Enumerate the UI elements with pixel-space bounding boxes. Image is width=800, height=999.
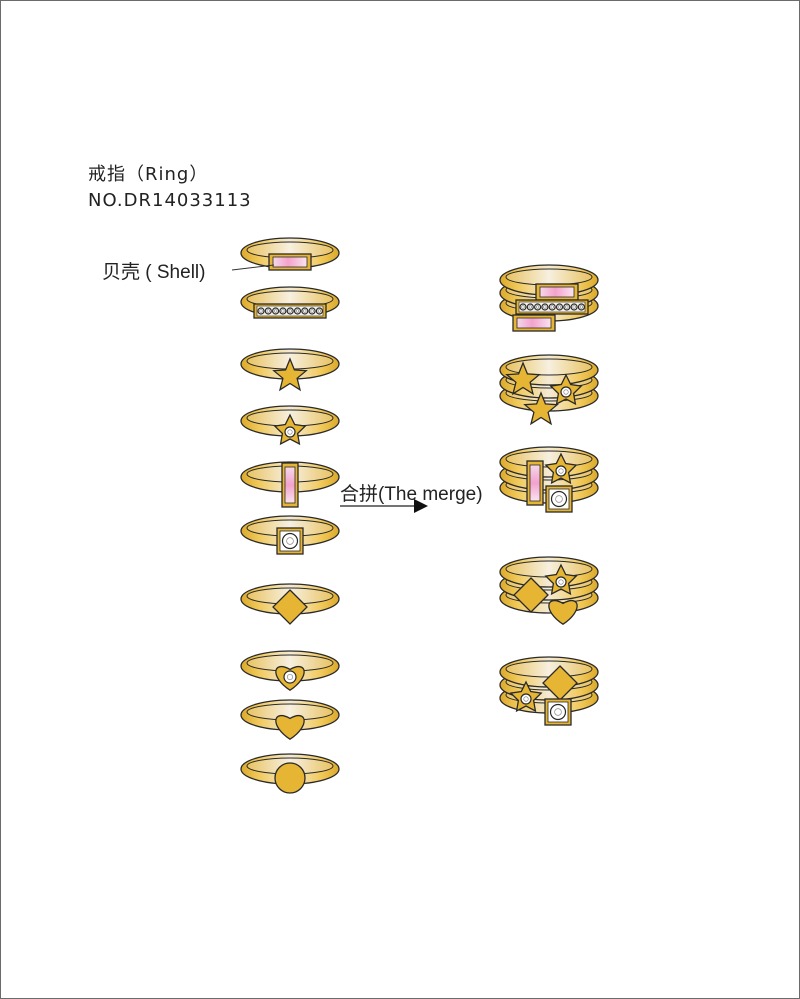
shell-callout-label: 贝壳 ( Shell) (102, 262, 206, 283)
shell-inlay (539, 286, 575, 298)
stacked-ring-set (499, 354, 599, 426)
heart-icon (548, 600, 578, 625)
stone-facet (557, 305, 562, 309)
stone-facet (523, 696, 529, 702)
stone-icon (555, 465, 567, 477)
stone-facet (288, 309, 292, 313)
stacked-ring-set (499, 656, 599, 726)
diamond-shape-icon (272, 589, 308, 625)
single-ring (240, 348, 340, 392)
merge-callout-label: 合拼(The merge) (340, 484, 483, 505)
stone-facet (572, 305, 576, 309)
heart-icon (275, 715, 305, 740)
star-icon (505, 361, 541, 396)
shell-inlay (272, 256, 308, 268)
ring-band-inner (246, 654, 334, 672)
ring-band-inner (505, 268, 593, 286)
stone-facet (310, 309, 314, 313)
stone-facet (281, 309, 285, 313)
stone-icon (560, 386, 572, 398)
stone-icon (257, 307, 265, 315)
stone-icon (279, 307, 287, 315)
ring-band-inner (505, 660, 593, 678)
stone-facet (259, 309, 263, 313)
star-icon (272, 357, 308, 392)
stacked-ring-set (499, 446, 599, 513)
stone-icon (563, 303, 571, 311)
stone-facet (295, 309, 300, 313)
single-ring (240, 515, 340, 555)
stacked-ring-set (499, 556, 599, 625)
single-rings-column (240, 237, 340, 794)
single-ring (240, 237, 340, 271)
stone-icon (526, 303, 534, 311)
stone-icon (570, 303, 578, 311)
stone-facet (555, 495, 563, 503)
stone-facet (554, 708, 562, 716)
shell-leader-line (231, 264, 275, 271)
stone-facet (563, 389, 569, 395)
single-ring (240, 753, 340, 794)
stone-facet (287, 429, 293, 435)
stone-icon (284, 426, 296, 438)
stone-icon (549, 703, 567, 721)
stone-icon (533, 303, 542, 311)
stacked-ring-set (499, 264, 599, 332)
stone-facet (565, 305, 569, 309)
stone-icon (520, 693, 532, 705)
stone-facet (558, 579, 564, 585)
connectors (231, 264, 428, 513)
stone-icon (541, 303, 549, 311)
stone-facet (286, 537, 294, 545)
stone-icon (264, 307, 272, 315)
stone-icon (301, 307, 309, 315)
stone-facet (521, 305, 525, 309)
stone-facet (550, 305, 554, 309)
single-ring (240, 583, 340, 625)
single-ring (240, 461, 340, 508)
ring-band-inner (505, 358, 593, 376)
stone-facet (286, 673, 294, 681)
stone-facet (273, 309, 278, 313)
stacked-rings-column (499, 264, 599, 726)
stone-facet (535, 305, 540, 309)
shell-inlay (516, 317, 552, 329)
stone-facet (266, 309, 270, 313)
stone-icon (315, 307, 323, 315)
stone-icon (293, 307, 302, 315)
stone-facet (579, 305, 584, 309)
stone-icon (555, 576, 567, 588)
stone-icon (281, 532, 299, 550)
stone-icon (283, 670, 297, 684)
stone-icon (548, 303, 556, 311)
stone-facet (528, 305, 533, 309)
single-ring (240, 405, 340, 446)
stone-icon (272, 307, 280, 315)
ring-band-inner (505, 560, 593, 578)
shell-inlay (284, 466, 296, 504)
shell-inlay (529, 464, 541, 502)
stone-icon (550, 490, 568, 508)
single-ring (240, 286, 340, 319)
stone-icon (555, 303, 564, 311)
single-ring (240, 650, 340, 691)
stone-icon (577, 303, 586, 311)
single-ring (240, 699, 340, 740)
stone-facet (303, 309, 307, 313)
stone-facet (543, 305, 547, 309)
circle-disc-icon (274, 762, 306, 794)
merge-arrow-head (414, 499, 428, 513)
product-number: NO.DR14033113 (88, 190, 252, 211)
ring-band-inner (246, 703, 334, 721)
stone-facet (558, 468, 564, 474)
stone-icon (308, 307, 316, 315)
stone-icon (286, 307, 294, 315)
ring-title: 戒指（Ring） (88, 164, 209, 185)
stone-icon (519, 303, 527, 311)
diamond-shape-icon (513, 577, 549, 613)
stone-facet (317, 309, 322, 313)
star-icon (523, 391, 559, 426)
